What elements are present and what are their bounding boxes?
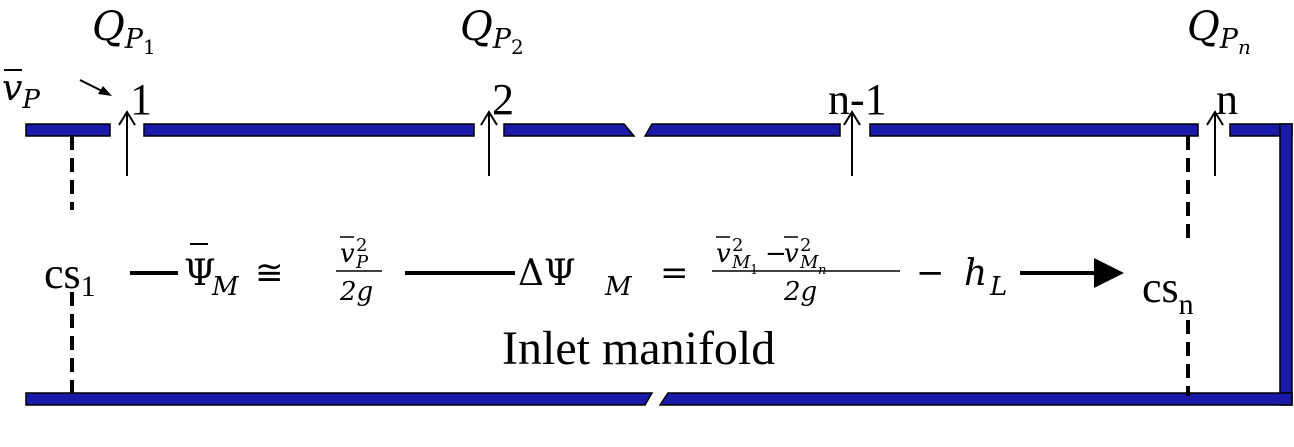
bottom-pipe-wall (25, 392, 1293, 406)
svg-text:h: h (964, 253, 987, 294)
csn-label: csn (1142, 263, 1194, 321)
svg-text:M: M (211, 272, 240, 302)
port-label-2: 2 (492, 75, 514, 124)
inlet-velocity-label: vP (2, 68, 40, 115)
svg-text:v: v (784, 239, 799, 269)
svg-text:Ψ: Ψ (184, 253, 216, 294)
svg-text:−: − (916, 253, 945, 293)
svg-text:2g: 2g (339, 277, 373, 307)
top-pipe-segment-3 (503, 123, 636, 137)
svg-text:v: v (716, 239, 731, 269)
bottom-pipe-segment-2 (658, 392, 1293, 406)
flow-arrowhead (1094, 258, 1124, 288)
flow-label-q-p1: QP1 (92, 4, 156, 59)
port-label-n-1: n-1 (828, 75, 887, 124)
svg-text:2: 2 (356, 235, 367, 256)
manifold-end-cap (1279, 123, 1293, 406)
control-surface-lines (70, 136, 1190, 396)
svg-text:ΔΨ: ΔΨ (518, 253, 576, 294)
svg-text:≅: ≅ (255, 253, 284, 293)
port-label-1: 1 (130, 75, 152, 124)
equation-delta-psi: ΔΨ M = v 2 M 1 − v 2 M n 2g − h L (518, 235, 1007, 307)
top-pipe-segment-2 (143, 123, 475, 137)
port-arrow-n-1 (843, 110, 861, 176)
flow-label-q-pn: QPn (1187, 4, 1251, 59)
svg-text:M: M (731, 252, 751, 273)
flow-label-q-p2: QP2 (460, 4, 524, 59)
equation-psi-start: Ψ M ≅ v 2 P 2g (184, 235, 382, 307)
top-pipe-segment-4 (643, 123, 841, 137)
top-pipe-segment-1 (25, 123, 111, 137)
svg-text:P: P (355, 252, 369, 273)
top-pipe-wall (25, 123, 1293, 137)
svg-text:=: = (660, 253, 689, 293)
manifold-label: Inlet manifold (502, 322, 775, 375)
svg-text:2g: 2g (783, 277, 817, 307)
svg-text:M: M (799, 252, 819, 273)
port-arrows (118, 110, 1224, 176)
port-arrow-1 (118, 110, 136, 176)
cs1-label: cs1 (44, 249, 96, 303)
svg-text:2: 2 (800, 235, 811, 256)
svg-text:−: − (765, 239, 787, 269)
svg-text:v: v (340, 239, 355, 269)
svg-text:2: 2 (732, 235, 743, 256)
port-arrow-n (1206, 110, 1224, 176)
svg-text:L: L (989, 272, 1007, 302)
svg-text:M: M (604, 272, 633, 302)
port-label-n: n (1216, 75, 1238, 124)
top-pipe-segment-5 (869, 123, 1199, 137)
inlet-velocity-arrow (79, 79, 112, 96)
port-arrow-2 (480, 110, 498, 176)
bottom-pipe-segment-1 (25, 392, 654, 406)
